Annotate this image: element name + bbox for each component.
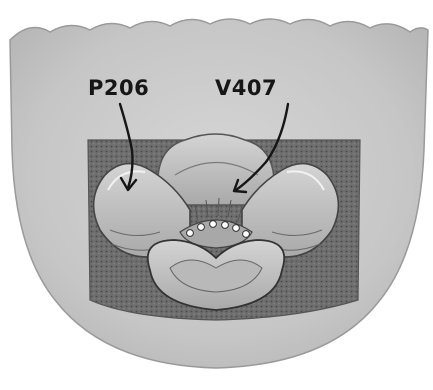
label-p206: P206 [88, 78, 149, 99]
seed-dot [210, 221, 217, 228]
seed-dot [222, 222, 229, 229]
seed-dot [187, 230, 194, 237]
seed-dot [233, 225, 240, 232]
seed-dot [198, 224, 205, 231]
seed-dot [243, 231, 250, 238]
label-v407: V407 [215, 78, 277, 99]
